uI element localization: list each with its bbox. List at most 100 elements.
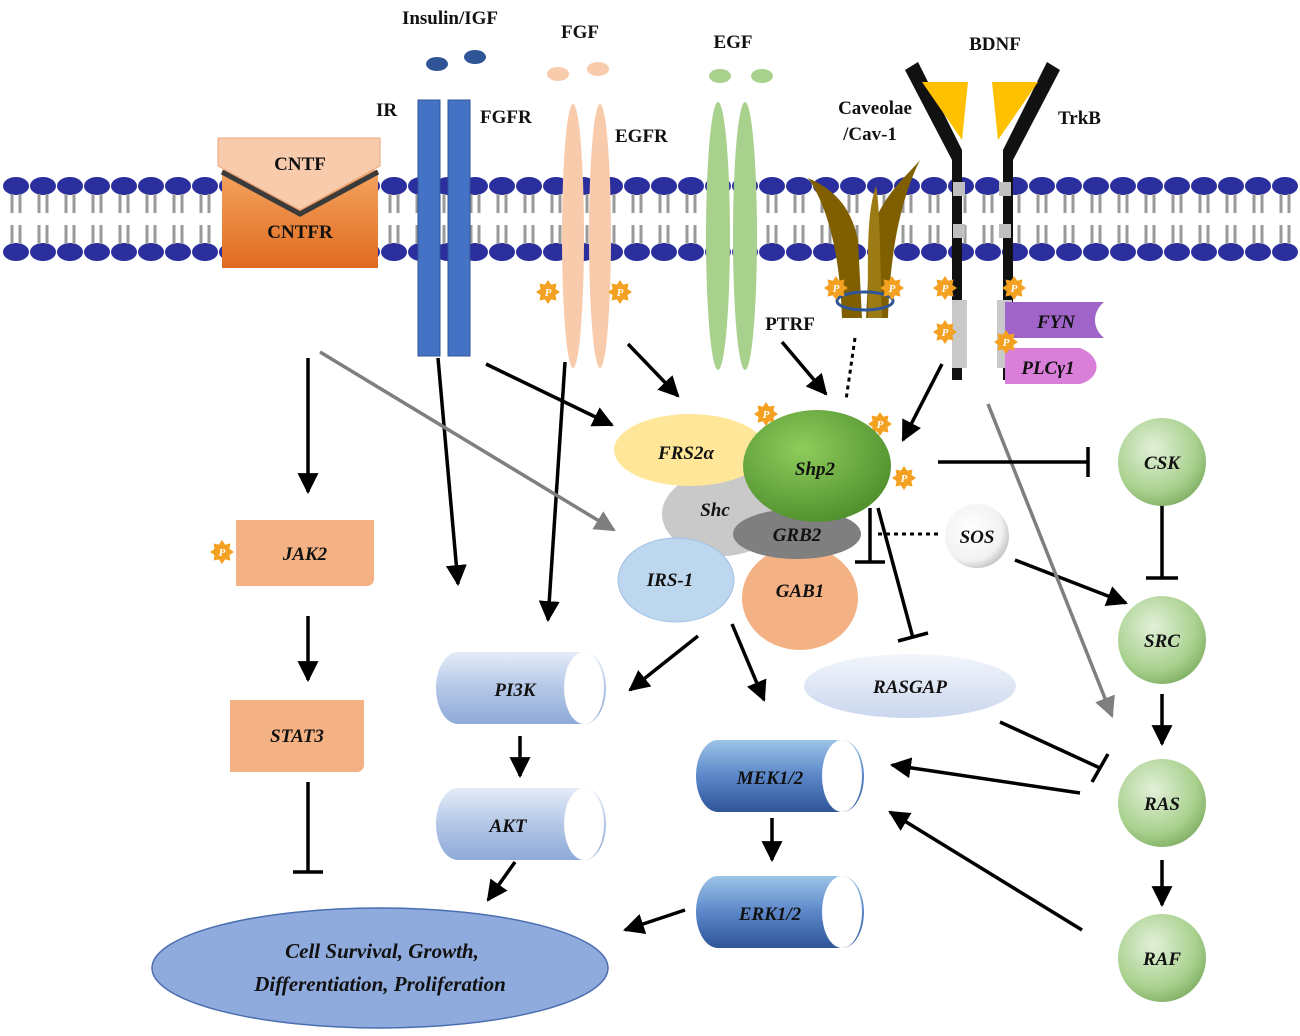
adaptor-complex: FRS2α Shp2 Shc GRB2 IRS-1 GAB1 [614, 410, 891, 650]
ras-label: RAS [1143, 794, 1180, 815]
membrane-head-top [975, 177, 1001, 195]
membrane-head-bottom [165, 243, 191, 261]
membrane-head-top [1245, 177, 1271, 195]
membrane-head-bottom [975, 243, 1001, 261]
membrane-head-top [1218, 177, 1244, 195]
shc-label: Shc [700, 500, 730, 521]
membrane-head-bottom [3, 243, 29, 261]
membrane-head-top [3, 177, 29, 195]
membrane-head-top [840, 177, 866, 195]
membrane-head-bottom [1191, 243, 1217, 261]
csk-label: CSK [1144, 453, 1181, 474]
trkb-label: TrkB [1058, 108, 1101, 129]
membrane-head-bottom [111, 243, 137, 261]
membrane-head-bottom [1110, 243, 1136, 261]
phosphorylation-badge [1002, 276, 1026, 300]
membrane-head-bottom [651, 243, 677, 261]
phosphorylation-badge-label: P [942, 283, 949, 295]
membrane-head-bottom [30, 243, 56, 261]
phosphorylation-badge-label: P [545, 287, 552, 299]
caveolae: Caveolae /Cav-1 [808, 98, 920, 401]
membrane-head-top [1272, 177, 1298, 195]
raf-label: RAF [1142, 949, 1181, 970]
membrane-head-top [30, 177, 56, 195]
cav1-label: /Cav-1 [842, 124, 897, 145]
membrane-head-bottom [1164, 243, 1190, 261]
cntfr-receptor: CNTF CNTFR [217, 137, 381, 268]
mek-erk-pathway: MEK1/2 ERK1/2 [696, 740, 864, 948]
insulin-receptor: Insulin/IGF IR FGFR [376, 8, 532, 357]
phosphorylation-badge [608, 280, 632, 304]
cell-membrane [3, 177, 1300, 261]
phosphorylation-badge-label: P [617, 287, 624, 299]
membrane-head-bottom [138, 243, 164, 261]
membrane-head-bottom [1056, 243, 1082, 261]
phosphorylation-badge [994, 330, 1018, 354]
phosphorylation-badge-label: P [889, 283, 896, 295]
membrane-head-bottom [1272, 243, 1298, 261]
membrane-head-bottom [894, 243, 920, 261]
membrane-head-bottom [759, 243, 785, 261]
stat3-label: STAT3 [270, 726, 324, 747]
phosphorylation-badge [754, 402, 778, 426]
phosphorylation-badge-label: P [833, 283, 840, 295]
membrane-head-top [1110, 177, 1136, 195]
cell-outcome: Cell Survival, Growth, Differentiation, … [151, 907, 609, 1029]
sos-label: SOS [960, 527, 995, 548]
membrane-head-bottom [1029, 243, 1055, 261]
fgfr-label: FGFR [480, 107, 532, 128]
fgf-receptor: FGF EGFR [547, 22, 668, 368]
membrane-head-bottom [192, 243, 218, 261]
gab1-label: GAB1 [776, 581, 825, 602]
outcome-line2: Differentiation, Proliferation [253, 972, 506, 996]
frs2a-label: FRS2α [657, 443, 714, 464]
phosphorylation-badge-label: P [901, 473, 908, 485]
membrane-head-top [57, 177, 83, 195]
shp2-label: Shp2 [795, 459, 836, 480]
inhibition-lines [293, 447, 1178, 874]
membrane-head-top [1029, 177, 1055, 195]
membrane-head-bottom [84, 243, 110, 261]
phosphorylation-badge-label: P [219, 547, 226, 559]
phosphorylation-badge [868, 412, 892, 436]
membrane-head-top [624, 177, 650, 195]
cntf-label: CNTF [274, 154, 326, 175]
membrane-head-bottom [516, 243, 542, 261]
membrane-head-bottom [813, 243, 839, 261]
phosphorylation-badge-label: P [763, 409, 770, 421]
membrane-head-top [759, 177, 785, 195]
src-label: SRC [1144, 631, 1180, 652]
membrane-head-top [138, 177, 164, 195]
rasgap-label: RASGAP [872, 677, 947, 698]
bdnf-label: BDNF [969, 34, 1021, 55]
phosphorylation-badge [933, 320, 957, 344]
phosphorylation-badge-label: P [1003, 337, 1010, 349]
membrane-head-bottom [489, 243, 515, 261]
outcome-line1: Cell Survival, Growth, [285, 939, 479, 963]
membrane-head-bottom [678, 243, 704, 261]
membrane-head-top [1137, 177, 1163, 195]
membrane-head-top [678, 177, 704, 195]
activation-arrows [297, 340, 1173, 934]
membrane-head-bottom [1218, 243, 1244, 261]
membrane-head-top [1164, 177, 1190, 195]
membrane-head-top [489, 177, 515, 195]
membrane-head-bottom [57, 243, 83, 261]
erk-label: ERK1/2 [738, 904, 802, 925]
membrane-head-top [192, 177, 218, 195]
membrane-head-bottom [786, 243, 812, 261]
membrane-head-bottom [381, 243, 407, 261]
sos-node: SOS [945, 504, 1009, 568]
fgf-label: FGF [561, 22, 599, 43]
pi3k-akt-pathway: PI3K AKT [436, 652, 606, 860]
plcg1-label: PLCγ1 [1020, 358, 1074, 379]
grb2-label: GRB2 [773, 525, 822, 546]
egf-label: EGF [713, 32, 752, 53]
jak-stat-pathway: JAK2 STAT3 [230, 520, 374, 772]
membrane-head-bottom [1137, 243, 1163, 261]
phosphorylation-badge [933, 276, 957, 300]
membrane-head-top [921, 177, 947, 195]
